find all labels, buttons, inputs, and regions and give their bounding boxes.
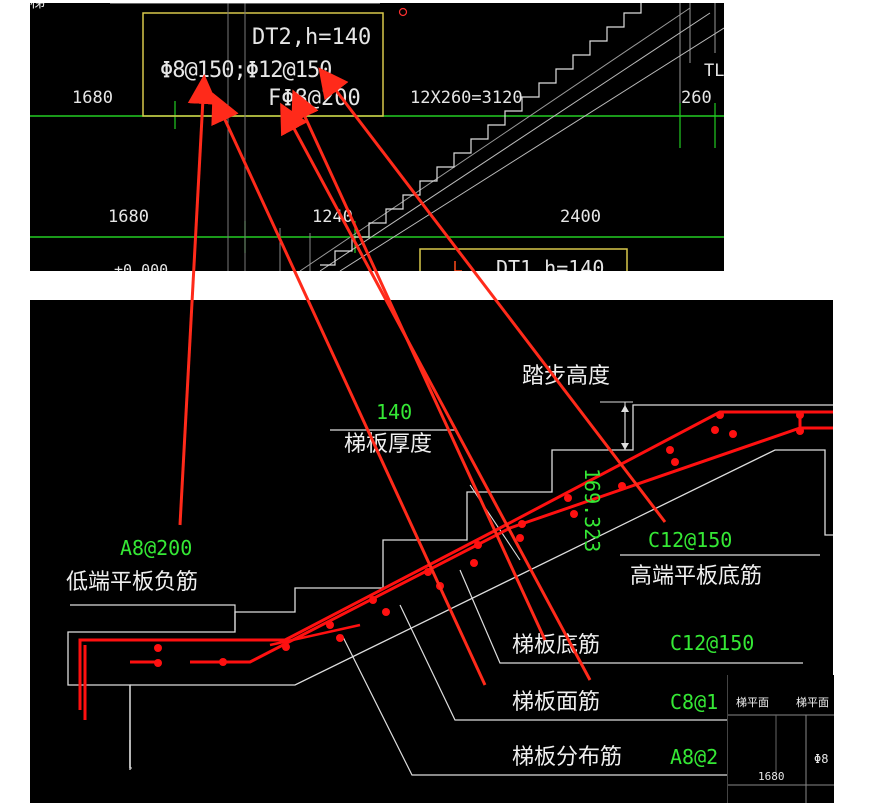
dim-left: 1680 — [72, 88, 113, 108]
thickness-value: 140 — [376, 400, 413, 424]
stair-plan-view: 梯 DT2,h=140 Φ8@150;Φ12@150 FΦ8@200 1680 … — [30, 3, 724, 271]
dim-left-2: 1680 — [108, 207, 149, 227]
header-fragment: 梯 — [30, 3, 45, 10]
stair-stringer-line — [319, 12, 711, 271]
elevation-label: ±0.000 — [114, 261, 169, 272]
top-bar-value: C8@1 — [670, 690, 719, 714]
dim-right-2: 2400 — [560, 207, 601, 227]
plan-linework — [30, 3, 724, 271]
inset-header-left: 梯平面 — [736, 696, 769, 709]
inset-rebar-fragment: Φ8 — [814, 752, 829, 766]
bottom-bar-value: C12@150 — [670, 631, 755, 655]
bottom-rebar-label: FΦ8@200 — [268, 86, 361, 111]
step-height-value: 169.323 — [580, 468, 604, 553]
board-label-dt2: DT2,h=140 — [252, 25, 372, 50]
dim-steps: 12X260=3120 — [410, 88, 523, 108]
low-end-value: A8@200 — [120, 536, 193, 560]
bottom-bar-label: 梯板底筋 — [512, 633, 601, 658]
high-end-value: C12@150 — [648, 528, 733, 552]
low-end-leader — [70, 604, 236, 630]
top-bar-label: 梯板面筋 — [512, 690, 601, 715]
thickness-label: 梯板厚度 — [344, 432, 433, 457]
dist-bar-label: 梯板分布筋 — [512, 745, 623, 770]
tl-label: TL — [704, 61, 724, 81]
dist-bar-value: A8@2 — [670, 745, 719, 769]
inset-dim: 1680 — [758, 770, 785, 783]
low-end-label: 低端平板负筋 — [66, 570, 199, 595]
high-end-label: 高端平板底筋 — [630, 564, 763, 589]
dim-right: 260 — [681, 88, 712, 108]
stair-section-view: 踏步高度 169.323 140 梯板厚度 A8@200 低端平板负筋 C12@… — [30, 300, 833, 803]
top-rebar-label: Φ8@150;Φ12@150 — [160, 58, 332, 83]
board-label-dt1: DT1,h=140 — [496, 256, 605, 271]
bottom-rebar — [190, 426, 833, 664]
dim-mid-2: 1240 — [312, 207, 353, 227]
inset-header-right: 梯平面 — [796, 696, 829, 709]
step-height-label: 踏步高度 — [522, 364, 611, 389]
plan-inset-thumbnail: 梯平面 梯平面 Φ8 1680 — [727, 675, 834, 803]
